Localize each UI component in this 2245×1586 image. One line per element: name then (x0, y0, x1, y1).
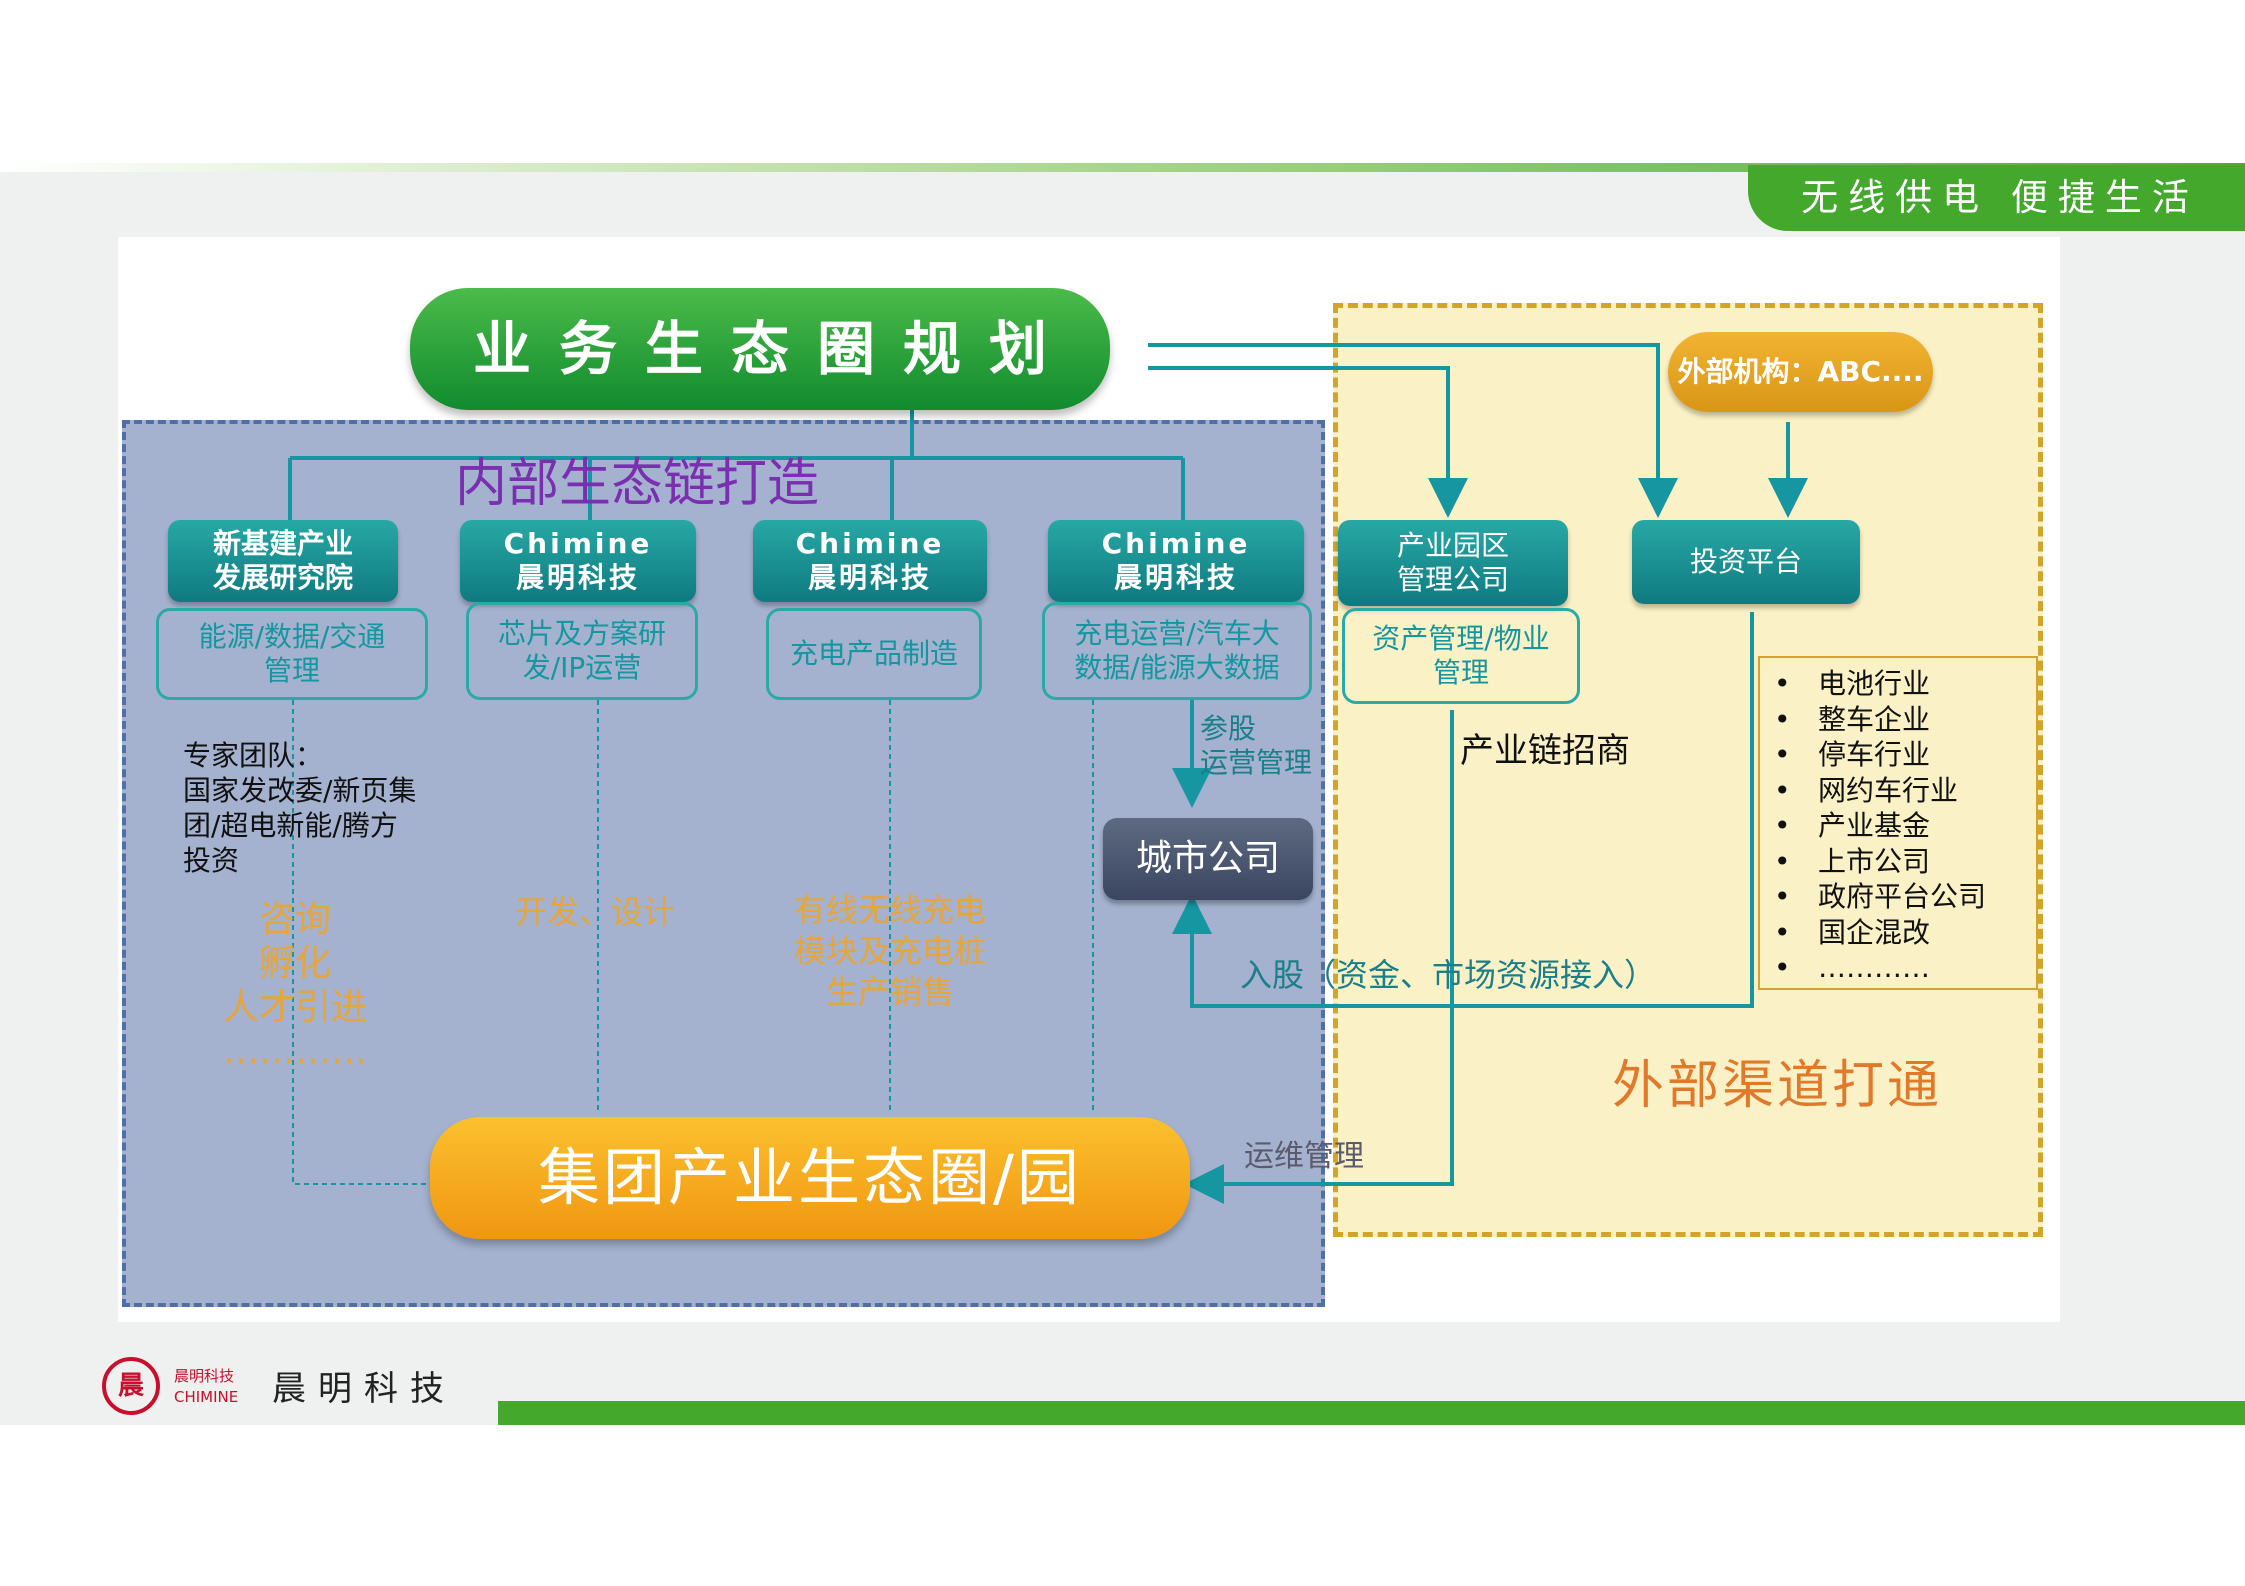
footer-tab (0, 1352, 498, 1425)
logo-english-text: CHIMINE (174, 1388, 239, 1406)
industry-list: 电池行业 整车企业 停车行业 网约车行业 产业基金 上市公司 政府平台公司 国企… (1758, 656, 2038, 990)
logo-chinese-text: 晨明科技 (174, 1367, 235, 1385)
list-item: 网约车行业 (1760, 773, 2036, 809)
investment-platform: 投资平台 (1632, 520, 1860, 604)
tagline-tab (1748, 165, 2245, 231)
chain-investment-text: 产业链招商 (1460, 731, 1630, 771)
function-production: 有线无线充电 模块及充电桩 生产销售 (793, 891, 986, 1011)
list-item: 电池行业 (1760, 666, 2036, 702)
diagram-title: 业务生态圈规划 (472, 315, 1075, 383)
external-org-pill: 外部机构：ABC.... (1668, 332, 1933, 412)
header-line (0, 163, 2245, 172)
equity-operations-note: 参股 运营管理 (1200, 712, 1313, 779)
list-item: 国企混改 (1760, 915, 2036, 951)
unit-chimine-manufacturing: Chimine 晨明科技 (753, 520, 987, 602)
list-item: 产业基金 (1760, 808, 2036, 844)
scope-asset-property: 资产管理/物业 管理 (1342, 608, 1580, 704)
list-item: 政府平台公司 (1760, 879, 2036, 915)
city-company: 城市公司 (1103, 818, 1313, 900)
title-pill (410, 288, 1110, 410)
unit-chimine-operations: Chimine 晨明科技 (1048, 520, 1304, 602)
function-consulting: 咨询 孵化 人才引进 ………… (222, 899, 367, 1072)
unit-chimine-rd: Chimine 晨明科技 (460, 520, 696, 602)
group-park-pill (430, 1117, 1190, 1239)
group-ecosystem-park: 集团产业生态圈/园 (538, 1141, 1082, 1214)
list-item: 整车企业 (1760, 702, 2036, 738)
scope-charging-operations-data: 充电运营/汽车大 数据/能源大数据 (1042, 602, 1312, 700)
footer-brand: 晨明科技 (272, 1369, 456, 1409)
tagline: 无线供电 便捷生活 (1801, 176, 2199, 219)
chimine-logo-icon: 晨 (102, 1357, 160, 1415)
list-item: 停车行业 (1760, 737, 2036, 773)
external-section-title: 外部渠道打通 (1612, 1056, 1943, 1116)
scope-energy-data-traffic: 能源/数据/交通 管理 (156, 608, 428, 700)
equity-investment-note: 入股（资金、市场资源接入） (1240, 956, 1657, 994)
scope-chip-ip: 芯片及方案研 发/IP运营 (466, 602, 698, 700)
ops-management-note: 运维管理 (1244, 1139, 1364, 1174)
function-development: 开发、设计 (514, 893, 675, 931)
expert-team-text: 专家团队： 国家发改委/新页集 团/超电新能/腾方 投资 (183, 739, 417, 877)
list-item: ………… (1760, 950, 2036, 986)
internal-section-title: 内部生态链打造 (455, 454, 820, 514)
unit-research-institute: 新基建产业 发展研究院 (168, 520, 398, 602)
park-management-company: 产业园区 管理公司 (1338, 520, 1568, 606)
list-item: 上市公司 (1760, 844, 2036, 880)
scope-charging-products: 充电产品制造 (766, 608, 982, 700)
